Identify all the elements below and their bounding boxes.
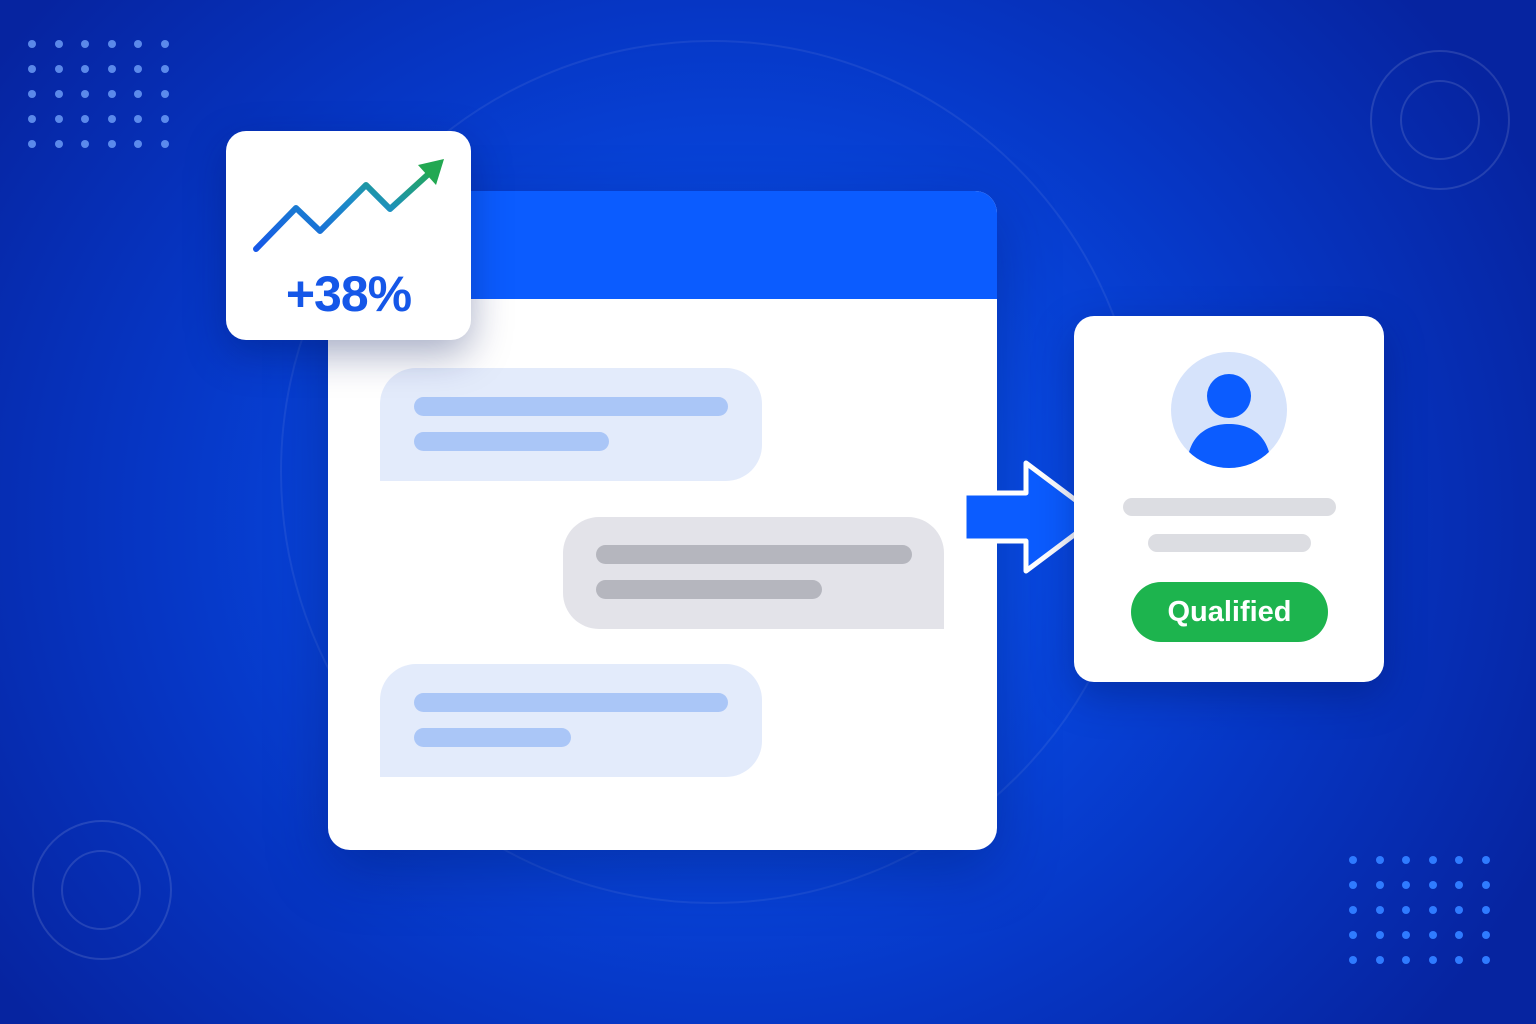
lead-detail-placeholder: [1148, 534, 1311, 552]
lead-name-placeholder: [1123, 498, 1336, 516]
dot-grid-bottom-right: [1349, 856, 1490, 964]
outgoing-message-bubble: [563, 517, 944, 629]
message-text-placeholder: [414, 693, 728, 712]
trend-up-arrow-icon: [253, 159, 444, 252]
message-text-placeholder: [414, 397, 728, 416]
right-arrow-icon: [961, 460, 1101, 574]
qualified-status-badge: Qualified: [1131, 582, 1328, 642]
dot-grid-top-left: [28, 40, 169, 148]
message-text-placeholder: [596, 545, 912, 564]
background-ring-bottom-left-inner: [61, 850, 141, 930]
lead-profile-card: Qualified: [1074, 316, 1384, 682]
growth-percentage: +38%: [285, 266, 412, 322]
chat-window: [328, 191, 997, 850]
message-text-placeholder: [414, 728, 571, 747]
message-text-placeholder: [596, 580, 822, 599]
background-ring-top-right-inner: [1400, 80, 1480, 160]
background-ring-top-right-outer: [1370, 50, 1510, 190]
incoming-message-bubble: [380, 368, 762, 481]
user-avatar-icon: [1171, 352, 1287, 468]
growth-stat-card: +38%: [226, 131, 471, 340]
background-ring-bottom-left-outer: [32, 820, 172, 960]
message-text-placeholder: [414, 432, 609, 451]
incoming-message-bubble: [380, 664, 762, 777]
